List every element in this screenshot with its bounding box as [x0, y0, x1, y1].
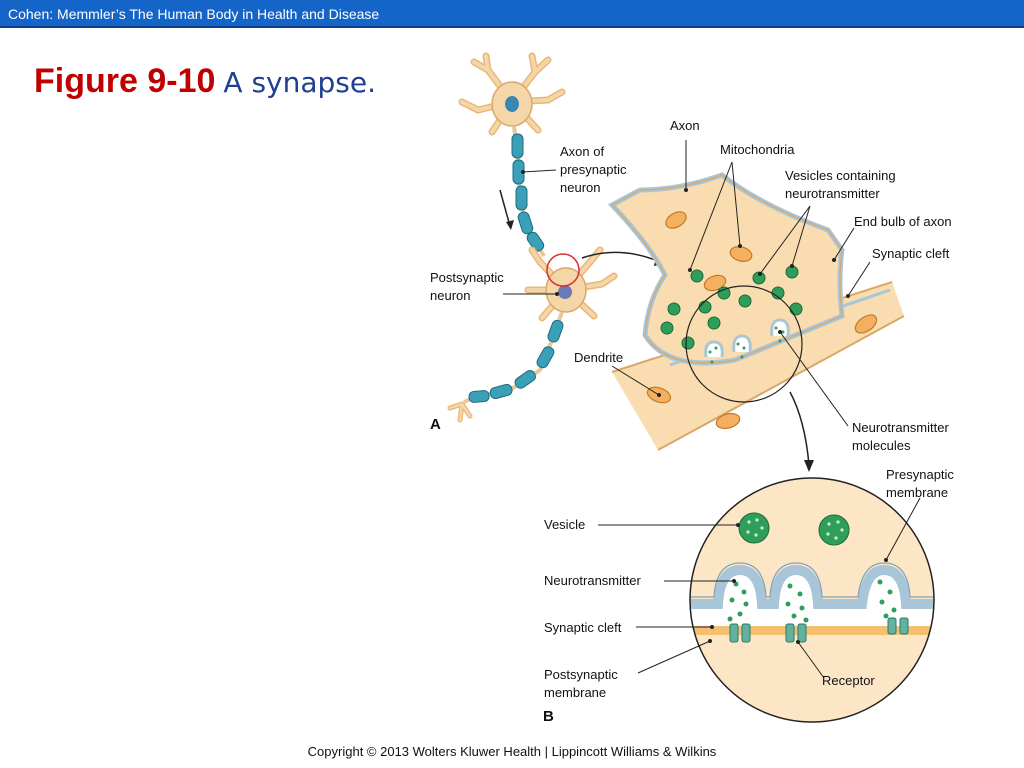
header-bar: Cohen: Memmler’s The Human Body in Healt… [0, 0, 1024, 28]
label-nt-molecules: Neurotransmitter [852, 420, 949, 435]
header-title: Cohen: Memmler’s The Human Body in Healt… [8, 6, 380, 22]
panel-a-letter: A [430, 416, 441, 433]
label-receptor: Receptor [822, 673, 875, 688]
label-postsynaptic-neuron-2: neuron [430, 288, 470, 303]
figure-number: Figure 9-10 [34, 62, 216, 100]
label-synaptic-cleft-b: Synaptic cleft [544, 620, 622, 635]
label-presynaptic-membrane-2: membrane [886, 485, 948, 500]
label-vesicles: Vesicles containing [785, 168, 896, 183]
panel-a-leaders [503, 140, 871, 427]
label-synaptic-cleft-a: Synaptic cleft [872, 246, 950, 261]
zoom-circle [689, 477, 935, 723]
label-postsynaptic-membrane-2: membrane [544, 685, 606, 700]
label-axon-of-presynaptic-3: neuron [560, 180, 600, 195]
label-vesicle: Vesicle [544, 517, 585, 532]
label-presynaptic-membrane: Presynaptic [886, 467, 954, 482]
label-axon-of-presynaptic-2: presynaptic [560, 162, 627, 177]
synapse-diagram: Axon of presynaptic neuron Postsynaptic … [430, 52, 954, 725]
presynaptic-neuron [458, 52, 566, 258]
label-postsynaptic-neuron: Postsynaptic [430, 270, 504, 285]
label-dendrite: Dendrite [574, 350, 623, 365]
label-end-bulb: End bulb of axon [854, 214, 952, 229]
panel-b-leaders [598, 497, 921, 679]
label-vesicles-2: neurotransmitter [785, 186, 880, 201]
vesicles-b [738, 512, 850, 546]
label-neurotransmitter: Neurotransmitter [544, 573, 641, 588]
panel-b-letter: B [543, 708, 554, 725]
synapse-enlargement [607, 172, 905, 472]
label-nt-molecules-2: molecules [852, 438, 911, 453]
figure-caption: A synapse. [223, 66, 376, 99]
label-mitochondria: Mitochondria [720, 142, 795, 157]
label-axon-of-presynaptic: Axon of [560, 144, 604, 159]
postsynaptic-neuron [447, 246, 664, 423]
label-postsynaptic-membrane: Postsynaptic [544, 667, 618, 682]
label-axon: Axon [670, 118, 700, 133]
copyright-footer: Copyright © 2013 Wolters Kluwer Health |… [307, 744, 717, 759]
